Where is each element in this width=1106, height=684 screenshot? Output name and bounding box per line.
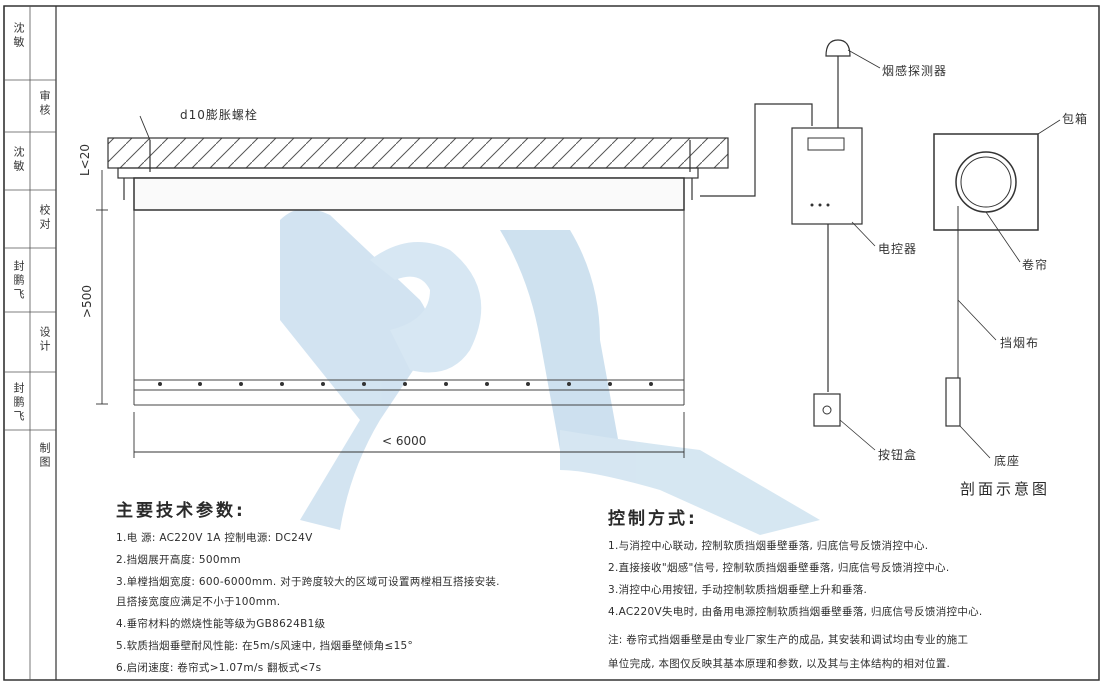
bottom-rail-fixings bbox=[158, 382, 653, 386]
detector-label: 烟感探测器 bbox=[882, 64, 948, 78]
bolt-label: d10膨胀螺栓 bbox=[180, 108, 258, 122]
title-block-frame bbox=[3, 6, 57, 680]
button-box bbox=[813, 393, 876, 451]
params-item-1: 1.电 源: AC220V 1A 控制电源: DC24V bbox=[116, 532, 313, 544]
base-label: 底座 bbox=[994, 454, 1021, 468]
dimension-lines bbox=[96, 115, 685, 458]
watermark-logo bbox=[280, 208, 820, 535]
params-title: 主要技术参数: bbox=[116, 501, 246, 521]
gap-label: L<20 bbox=[78, 143, 92, 176]
params-item-5: 4.垂帘材料的燃烧性能等级为GB8624B1级 bbox=[116, 618, 326, 630]
tb-cell-2: 审核 bbox=[38, 90, 51, 118]
control-note-1: 注: 卷帘式挡烟垂壁是由专业厂家生产的成品, 其安装和调试均由专业的施工 bbox=[608, 634, 969, 646]
control-item-4: 4.AC220V失电时, 由备用电源控制软质挡烟垂壁垂落, 归底信号反馈消控中心… bbox=[608, 606, 983, 618]
tb-cell-7: 封鹏飞 bbox=[12, 382, 25, 424]
height-label: >500 bbox=[80, 285, 94, 318]
tb-cell-5: 封鹏飞 bbox=[12, 260, 25, 302]
controller-box bbox=[791, 127, 876, 247]
width-label: < 6000 bbox=[382, 434, 427, 448]
control-note-2: 单位完成, 本图仅反映其基本原理和参数, 以及其与主体结构的相对位置. bbox=[608, 658, 951, 670]
params-item-4: 且搭接宽度应满足不小于100mm. bbox=[116, 596, 281, 608]
smoke-detector bbox=[825, 39, 881, 69]
params-item-3: 3.单樘挡烟宽度: 600-6000mm. 对于跨度较大的区域可设置两樘相互搭接… bbox=[116, 576, 500, 588]
controller-label: 电控器 bbox=[878, 242, 918, 256]
params-item-7: 6.启闭速度: 卷帘式>1.07m/s 翻板式<7s bbox=[116, 662, 322, 674]
tb-cell-8: 制图 bbox=[38, 442, 51, 470]
curtain-housing bbox=[117, 140, 699, 211]
curtain-fabric bbox=[133, 210, 685, 406]
control-title: 控制方式: bbox=[608, 509, 698, 529]
control-item-2: 2.直接接收"烟感"信号, 控制软质挡烟垂壁垂落, 归底信号反馈消控中心. bbox=[608, 562, 950, 574]
curtain-label: 挡烟布 bbox=[1000, 336, 1040, 350]
control-item-1: 1.与消控中心联动, 控制软质挡烟垂壁垂落, 归底信号反馈消控中心. bbox=[608, 540, 929, 552]
housing-label: 包箱 bbox=[1062, 112, 1089, 126]
tb-cell-1: 沈敏 bbox=[12, 22, 25, 50]
params-item-2: 2.挡烟展开高度: 500mm bbox=[116, 554, 241, 566]
section-view bbox=[933, 119, 1061, 459]
ceiling-slab bbox=[107, 137, 729, 169]
roller-label: 卷帘 bbox=[1022, 258, 1049, 272]
button-label: 按钮盒 bbox=[878, 448, 918, 462]
tb-cell-3: 沈敏 bbox=[12, 146, 25, 174]
wiring bbox=[700, 56, 839, 392]
section-title: 剖面示意图 bbox=[960, 480, 1051, 498]
control-item-3: 3.消控中心用按钮, 手动控制软质挡烟垂壁上升和垂落. bbox=[608, 584, 868, 596]
tb-cell-4: 校对 bbox=[38, 204, 51, 232]
tb-cell-6: 设计 bbox=[38, 326, 51, 354]
params-item-6: 5.软质挡烟垂壁耐风性能: 在5m/s风速中, 挡烟垂壁倾角≤15° bbox=[116, 640, 414, 652]
